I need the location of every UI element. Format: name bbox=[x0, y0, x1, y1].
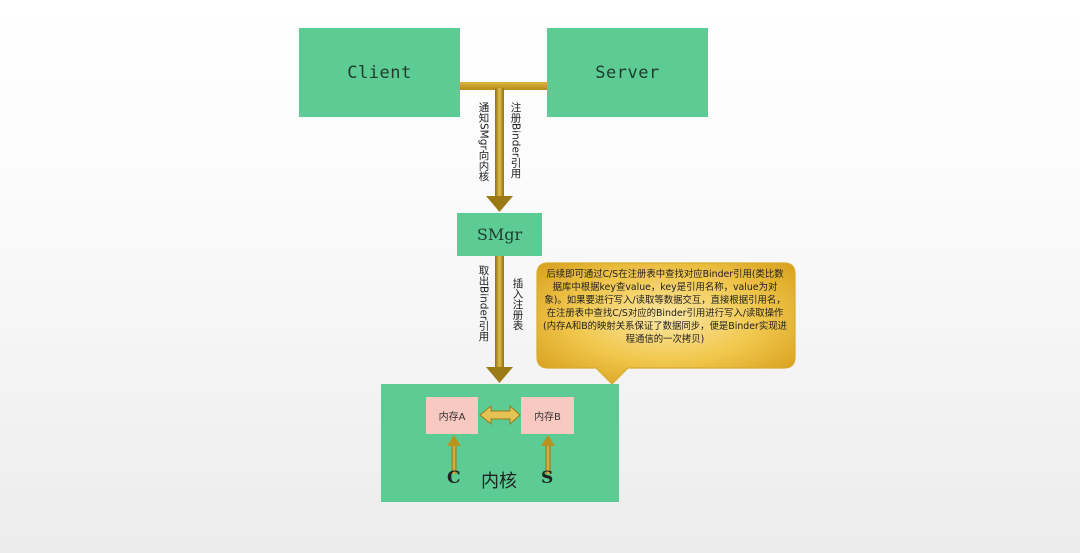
edge-label-fetch-binder: 取出Binder引用 bbox=[477, 265, 490, 342]
edge-label-notify-smgr: 通知SMgr向内核 bbox=[477, 102, 490, 182]
smgr-box: SMgr bbox=[457, 213, 542, 256]
callout-text: 后续即可通过C/S在注册表中查找对应Binder引用(类比数据库中根据key查v… bbox=[543, 269, 787, 345]
callout-bubble bbox=[536, 262, 796, 385]
memory-a-label: 内存A bbox=[438, 412, 466, 423]
client-server-connector bbox=[458, 82, 549, 90]
memory-b-label: 内存B bbox=[534, 412, 561, 423]
server-label: Server bbox=[595, 62, 660, 83]
client-c-letter: C bbox=[447, 468, 461, 488]
s-to-mem-b-shaft bbox=[545, 444, 551, 474]
memory-sync-double-arrow bbox=[479, 404, 521, 426]
server-box: Server bbox=[547, 28, 708, 117]
edge-label-insert-table: 插入注册表 bbox=[511, 278, 524, 331]
arrow-to-kernel-shaft bbox=[495, 256, 504, 369]
kernel-label: 内核 bbox=[481, 471, 517, 492]
server-s-letter: S bbox=[541, 468, 554, 488]
memory-b-box: 内存B bbox=[521, 397, 574, 434]
c-to-mem-a-shaft bbox=[451, 444, 457, 474]
arrow-to-smgr-head bbox=[486, 196, 513, 212]
memory-a-box: 内存A bbox=[426, 397, 478, 434]
client-label: Client bbox=[347, 62, 412, 83]
arrow-to-kernel-head bbox=[486, 367, 513, 383]
s-to-mem-b-head bbox=[541, 435, 555, 446]
arrow-to-smgr-shaft bbox=[495, 88, 504, 198]
edge-label-register-binder: 注册Binder引用 bbox=[509, 102, 522, 179]
smgr-label: SMgr bbox=[476, 225, 523, 244]
client-box: Client bbox=[299, 28, 460, 117]
c-to-mem-a-head bbox=[447, 435, 461, 446]
kernel-box bbox=[381, 384, 619, 502]
